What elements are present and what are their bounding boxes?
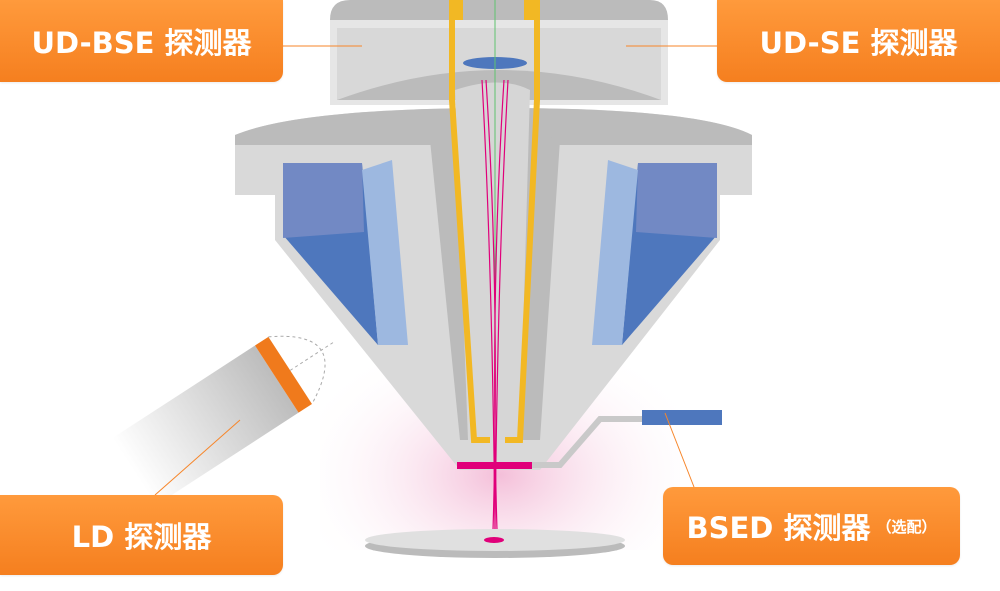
ud-se-text: UD-SE 探测器 [759,26,958,60]
ld-detector-label: LD 探测器 [0,495,283,575]
beam-tube [449,0,540,443]
ud-bse-detector-label: UD-BSE 探测器 [0,0,283,82]
left-inner-detector [283,160,408,345]
bsed-text: BSED 探测器 [686,511,871,545]
bsed-detector-label: BSED 探测器 （选配） [663,487,960,565]
ld-text: LD 探测器 [71,520,212,554]
ld-detector [112,335,336,506]
ud-bse-text: UD-BSE 探测器 [31,26,252,60]
leader-lines [154,45,717,496]
bsed-optional-note: （选配） [876,517,937,536]
bsed-detector [457,410,722,469]
sample-stage [365,529,625,558]
right-inner-detector [592,160,717,345]
ud-se-detector-label: UD-SE 探测器 [717,0,1000,82]
